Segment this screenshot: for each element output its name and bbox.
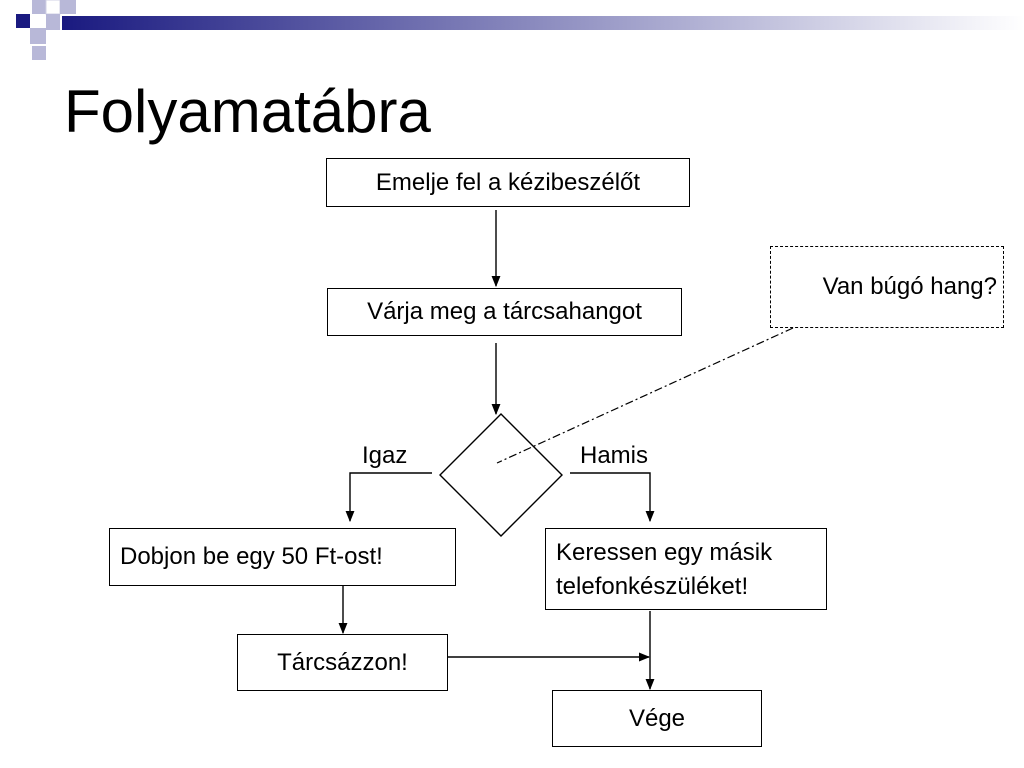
step-insert-coin: Dobjon be egy 50 Ft-ost! bbox=[109, 528, 456, 586]
step-wait-tone-label: Várja meg a tárcsahangot bbox=[367, 298, 642, 325]
false-branch-label: Hamis bbox=[580, 442, 649, 469]
decision-diamond bbox=[439, 413, 563, 537]
callout-pointer bbox=[496, 327, 794, 464]
step-pickup-label: Emelje fel a kézibeszélőt bbox=[375, 168, 641, 196]
step-wait-tone: Várja meg a tárcsahangot bbox=[327, 288, 682, 336]
arrow-false-branch bbox=[570, 472, 655, 523]
step-end-label: Vége bbox=[628, 704, 686, 732]
true-branch-label: Igaz bbox=[362, 442, 408, 469]
page-title: Folyamatábra bbox=[64, 78, 431, 145]
step-insert-coin-label: Dobjon be egy 50 Ft-ost! bbox=[120, 543, 383, 570]
step-dial: Tárcsázzon! bbox=[237, 634, 448, 691]
step-pickup: Emelje fel a kézibeszélőt bbox=[326, 158, 690, 207]
step-find-other-phone-label: Keressen egy másik telefonkészüléket! bbox=[556, 539, 773, 600]
step-dial-label: Tárcsázzon! bbox=[277, 648, 408, 676]
step-end: Vége bbox=[552, 690, 762, 747]
step-find-other-phone: Keressen egy másik telefonkészüléket! bbox=[545, 528, 827, 610]
header-decoration bbox=[0, 0, 1024, 60]
decision-callout: Van búgó hang? bbox=[770, 246, 1004, 328]
decision-question: Van búgó hang? bbox=[822, 273, 997, 300]
arrow-true-branch bbox=[345, 472, 432, 523]
